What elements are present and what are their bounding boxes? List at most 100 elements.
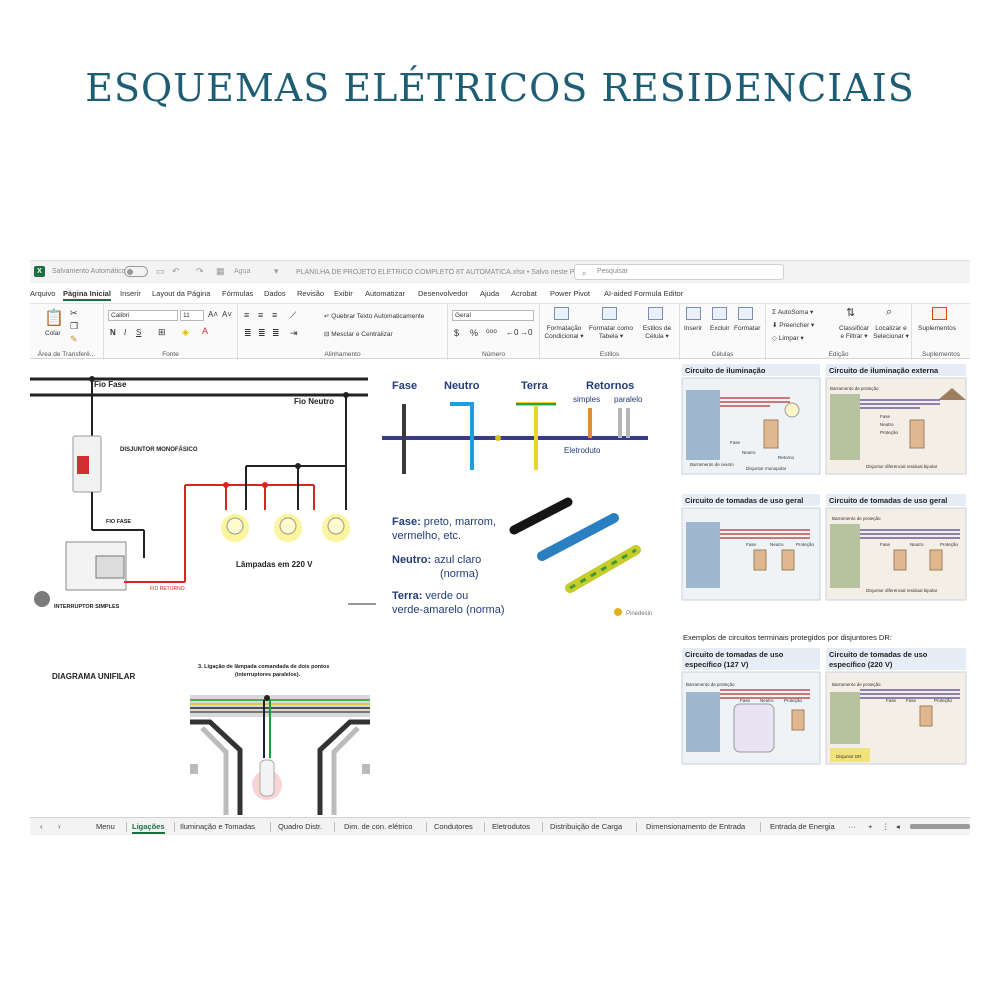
font-size-select[interactable]: 11 [180,310,204,321]
tab-inserir[interactable]: Inserir [120,289,141,298]
tab-power-pivot[interactable]: Power Pivot [550,289,591,298]
fill-color-icon[interactable]: ◈ [182,327,189,337]
add-sheet-icon[interactable]: + [868,822,873,831]
number-format-select[interactable]: Geral [452,310,534,321]
autosave-toggle[interactable] [124,266,148,277]
sort-filter-icon[interactable]: ⇅ [846,307,856,319]
align-center-icon[interactable]: ≣ [258,328,266,338]
cut-icon[interactable]: ✂ [70,308,78,318]
tab-formula-editor[interactable]: AI-aided Formula Editor [604,289,684,298]
insert-cells-icon[interactable] [686,307,701,322]
copy-icon[interactable]: ❐ [70,321,79,331]
sheet-tab-distribuicao[interactable]: Distribuição de Carga [550,822,623,831]
align-bottom-icon[interactable]: ≡ [272,310,278,320]
dr-highlight [830,748,870,762]
format-painter-icon[interactable]: ✎ [70,334,78,344]
table-label-2: Tabela ▾ [598,333,624,340]
search-input[interactable]: ⌕ Pesquisar [574,264,784,280]
cell-styles-icon[interactable] [648,307,663,322]
merge-center-button[interactable]: ⊟ Mesclar e Centralizar [324,330,393,338]
grow-font-icon[interactable]: A˄ [208,310,219,319]
bold-icon[interactable]: N [110,328,116,337]
tab-dados[interactable]: Dados [264,289,286,298]
scroll-menu-icon[interactable]: ⋮ [882,822,890,831]
scroll-left-icon[interactable]: ◂ [896,822,900,831]
fill-button[interactable]: ⬇ Preencher ▾ [772,321,814,329]
increase-decimal-icon[interactable]: ←0 [506,328,519,337]
tab-pagina-inicial[interactable]: Página Inicial [63,289,111,301]
align-right-icon[interactable]: ≣ [272,328,280,338]
currency-icon[interactable]: $ [454,328,460,338]
table-icon[interactable]: ▦ [216,266,225,276]
sheet-tab-ligacoes[interactable]: Ligações [132,822,165,834]
sheet-tab-iluminacao[interactable]: Iluminação e Tomadas [180,822,255,831]
clear-button[interactable]: ◇ Limpar ▾ [772,334,804,342]
junction-dot [264,695,270,701]
tab-layout[interactable]: Layout da Página [152,289,211,298]
comma-icon[interactable]: ⁰⁰⁰ [486,328,497,338]
percent-icon[interactable]: % [470,328,479,338]
format-table-icon[interactable] [602,307,617,322]
shrink-font-icon[interactable]: A˅ [222,310,233,319]
next-sheet-icon[interactable]: › [58,822,61,831]
customize-icon[interactable]: ▾ [274,266,279,276]
undo-icon[interactable]: ↶ [172,266,180,276]
delete-cells-icon[interactable] [712,307,727,322]
align-left-icon[interactable]: ≣ [244,328,252,338]
tab-desenvolvedor[interactable]: Desenvolvedor [418,289,469,298]
outlet-icon [753,549,767,571]
find-icon[interactable]: ⌕ [886,306,893,318]
more-sheets-icon[interactable]: ··· [848,822,856,831]
addins-icon[interactable] [932,307,947,322]
tab-formulas[interactable]: Fórmulas [222,289,254,298]
align-middle-icon[interactable]: ≡ [258,310,264,320]
sheet-tab-dim-con[interactable]: Dim. de con. elétrico [344,822,413,831]
font-color-icon[interactable]: A [202,326,209,336]
sheet-tab-entrada[interactable]: Entrada de Energia [770,822,835,831]
paste-icon[interactable]: 📋 [44,310,64,327]
font-name-select[interactable]: Calibri [108,310,178,321]
decrease-decimal-icon[interactable]: →0 [520,328,533,337]
sheet-tab-condutores[interactable]: Condutores [434,822,473,831]
tab-exibir[interactable]: Exibir [334,289,353,298]
wrap-text-button[interactable]: ↵ Quebrar Texto Automaticamente [324,312,424,320]
horizontal-scrollbar[interactable] [910,824,970,829]
align-top-icon[interactable]: ≡ [244,310,250,320]
sheet-tab-eletrodutos[interactable]: Eletrodutos [492,822,530,831]
paste-button[interactable]: Colar [45,330,61,337]
conditional-format-icon[interactable] [554,307,569,322]
redo-icon[interactable]: ↷ [196,266,204,276]
sheet-tab-quadro[interactable]: Quadro Distr. [278,822,323,831]
addins-button[interactable]: Suplementos [918,325,956,332]
underline-icon[interactable]: S [136,328,142,337]
format-cells-icon[interactable] [738,307,753,322]
borders-icon[interactable]: ⊞ [158,327,166,337]
group-editing: Σ AutoSoma ▾ ⬇ Preencher ▾ ◇ Limpar ▾ ⇅ … [766,304,912,360]
italic-icon[interactable]: I [124,328,127,337]
file-name[interactable]: PLANILHA DE PROJETO ELETRICO COMPLETO 8T… [296,269,587,276]
sheet-tab-dimensionamento[interactable]: Dimensionamento de Entrada [646,822,746,831]
find-label-1: Localizar e [875,325,907,332]
prev-sheet-icon[interactable]: ‹ [40,822,43,831]
tab-automatizar[interactable]: Automatizar [365,289,406,298]
sheet-tab-menu[interactable]: Menu [96,822,115,831]
tab-ajuda[interactable]: Ajuda [480,289,500,298]
tab-revisao[interactable]: Revisão [297,289,325,298]
insert-cells-button[interactable]: Inserir [684,325,703,332]
worksheet[interactable]: Fio Fase Fio Neutro DISJUNTOR MONOFÁSICO… [30,360,970,815]
indent-icon[interactable]: ⇥ [290,328,298,338]
delete-cells-button[interactable]: Excluir [710,325,730,332]
quick-save-label[interactable]: Agua [234,268,251,275]
orientation-icon[interactable]: ⟋ [290,310,297,320]
format-cells-button[interactable]: Formatar [734,325,761,332]
tab-acrobat[interactable]: Acrobat [511,289,537,298]
save-icon[interactable]: ▭ [156,266,165,276]
autosum-button[interactable]: Σ AutoSoma ▾ [772,308,813,316]
cell-label-1: Estilos de [642,325,672,332]
tab-arquivo[interactable]: Arquivo [30,289,56,298]
